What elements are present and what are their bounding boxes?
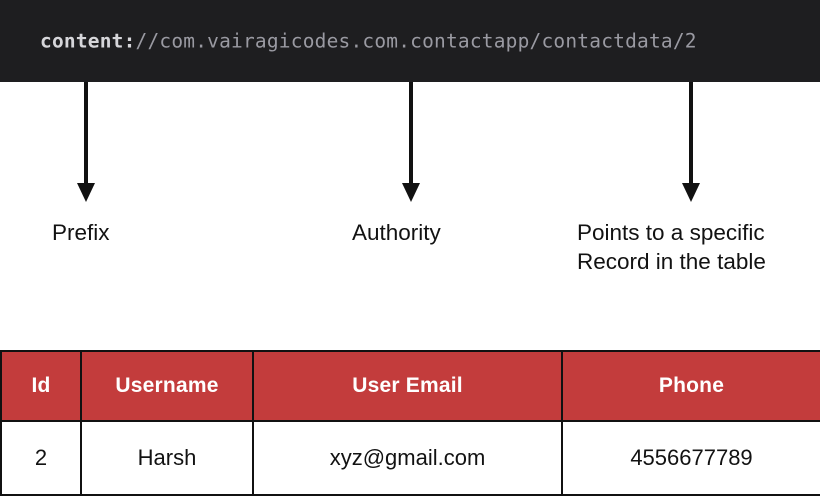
arrow-record [679, 82, 703, 204]
cell-id: 2 [0, 420, 82, 496]
uri-remainder: //com.vairagicodes.com.contactapp/contac… [135, 29, 697, 53]
label-record: Points to a specific Record in the table [577, 220, 766, 274]
arrow-prefix [74, 82, 98, 204]
table-header: Id Username User Email Phone [0, 350, 820, 422]
label-authority: Authority [352, 220, 441, 245]
column-header-username: Username [80, 350, 254, 422]
arrow-authority [399, 82, 423, 204]
label-prefix: Prefix [52, 220, 110, 245]
uri-bar: content://com.vairagicodes.com.contactap… [0, 0, 820, 82]
table-header-row: Id Username User Email Phone [0, 350, 820, 422]
uri-string: content://com.vairagicodes.com.contactap… [40, 30, 697, 53]
table-row: 2 Harsh xyz@gmail.com 4556677789 [0, 420, 820, 496]
cell-phone: 4556677789 [561, 420, 820, 496]
column-header-email: User Email [252, 350, 563, 422]
contact-data-table: Id Username User Email Phone 2 Harsh xyz… [0, 350, 820, 496]
column-header-id: Id [0, 350, 82, 422]
uri-scheme: content: [40, 29, 136, 53]
cell-username: Harsh [80, 420, 254, 496]
column-header-phone: Phone [561, 350, 820, 422]
table-body: 2 Harsh xyz@gmail.com 4556677789 [0, 420, 820, 496]
cell-email: xyz@gmail.com [252, 420, 563, 496]
